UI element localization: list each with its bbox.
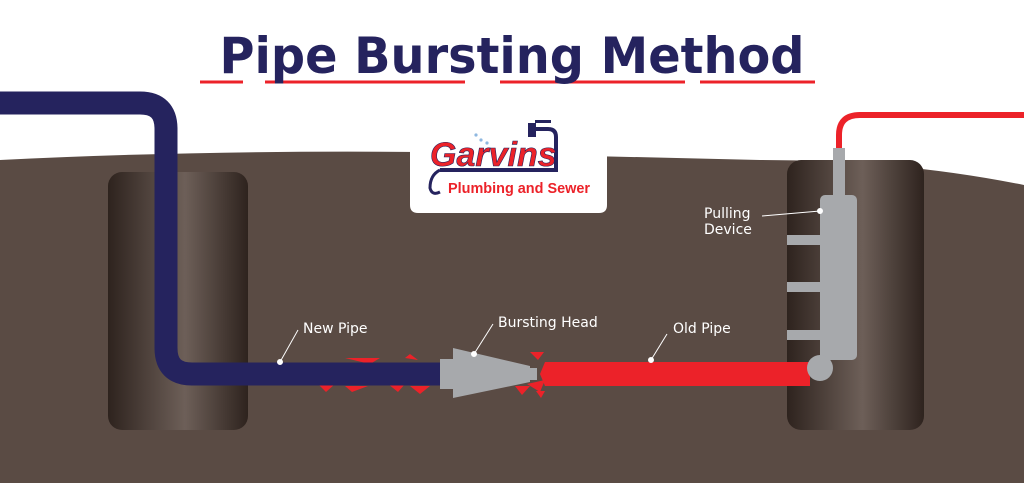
label-old-pipe: Old Pipe [673,321,731,337]
garvins-logo: Garvins Plumbing and Sewer [410,120,607,213]
logo-name: Garvins [430,136,557,174]
faucet-icon [440,127,558,172]
pulling-device [787,148,857,381]
pulling-cable [836,112,1024,150]
ground [0,151,1024,483]
callout-lines [277,208,823,365]
bursting-head [440,348,537,398]
new-pipe [0,91,442,386]
logo-tagline: Plumbing and Sewer [448,180,590,197]
old-pipe [545,362,810,386]
pipe-fragments [318,352,545,398]
page-title: Pipe Bursting Method [220,27,805,85]
label-bursting-head: Bursting Head [498,315,598,331]
left-shaft [108,172,248,430]
label-new-pipe: New Pipe [303,321,368,337]
old-pipe-broken-end [540,362,556,386]
label-pulling-device-1: Pulling [704,206,751,222]
label-pulling-device-2: Device [704,222,752,238]
